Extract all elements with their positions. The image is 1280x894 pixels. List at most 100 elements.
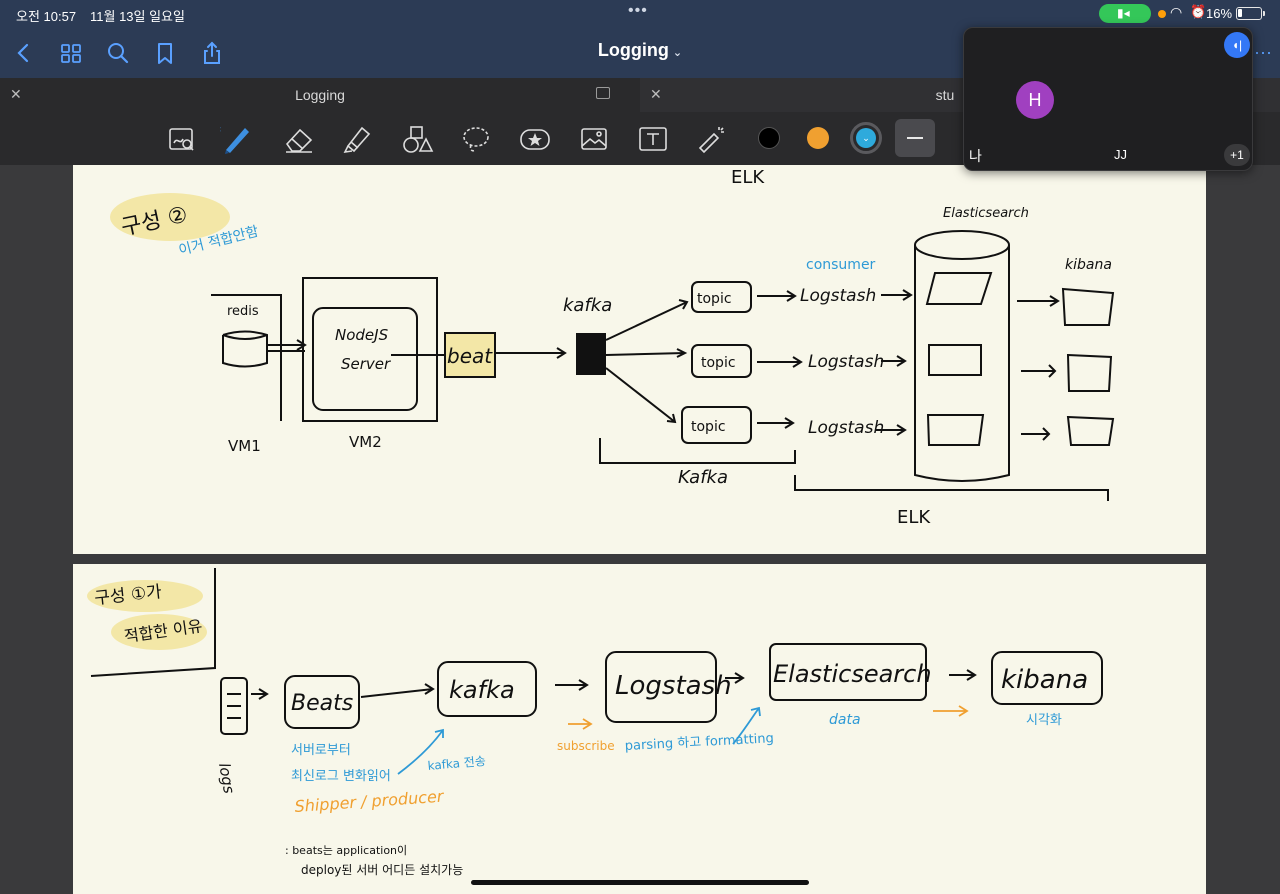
subscribe-label: subscribe [557, 739, 615, 753]
video-camera-icon: ▮◂ [1117, 6, 1130, 20]
topic-2-label: topic [701, 355, 736, 371]
text-tool[interactable] [636, 122, 670, 156]
eraser-icon [285, 128, 313, 153]
kibana-label: kibana [1065, 257, 1112, 273]
highlighter-tool[interactable] [340, 122, 374, 156]
text-box-icon [639, 127, 667, 151]
kibana-box-label: kibana [1001, 665, 1088, 695]
logstash-1-label: Logstash [800, 286, 876, 306]
beats-note-1: 서버로부터 [291, 743, 351, 758]
search-icon [108, 43, 129, 64]
topic-1-label: topic [697, 291, 732, 307]
audio-indicator-icon[interactable]: ◖| [1224, 32, 1250, 58]
note-page-2[interactable]: 구성 ①가 적합한 이유 logs Beats kafka Logstash [73, 564, 1206, 894]
elasticsearch-label: Elasticsearch [943, 206, 1029, 221]
nodejs-label: NodeJS [335, 326, 389, 344]
highlighter-icon [343, 126, 371, 154]
svg-text:ᛒ: ᛒ [220, 125, 222, 134]
tab-logging[interactable]: ✕ Logging [0, 78, 640, 112]
document-title-menu[interactable]: Logging⌄ [560, 40, 720, 61]
redis-label: redis [227, 304, 259, 319]
lasso-tool[interactable] [459, 122, 493, 156]
sticker-tool[interactable] [518, 122, 552, 156]
tab-second[interactable]: ✕ stu [640, 78, 1280, 112]
elasticsearch-box-label: Elasticsearch [773, 660, 932, 688]
multitasking-dots-icon[interactable]: ••• [628, 2, 648, 19]
participant-name: JJ [1114, 147, 1127, 162]
topic-3-label: topic [691, 419, 726, 435]
battery-icon [1236, 7, 1265, 20]
thumbnails-button[interactable] [56, 38, 86, 68]
avatar: H [1016, 81, 1054, 119]
kafka-send-label: kafka 전송 [427, 754, 486, 773]
visualize-label: 시각화 [1026, 713, 1062, 728]
close-tab-icon[interactable]: ✕ [650, 86, 662, 102]
wifi-icon: ◠ [1170, 4, 1183, 20]
pen-tool[interactable]: ᛒ [217, 122, 254, 156]
laser-pointer-tool[interactable] [694, 122, 728, 156]
image-tool[interactable] [577, 122, 611, 156]
chevron-left-icon [17, 43, 29, 63]
beats-box-label: Beats [291, 691, 353, 716]
parsing-label: parsing 하고 formatting [624, 731, 774, 754]
beats-note-2: 최신로그 변화읽어 [291, 769, 391, 784]
note-page-1[interactable]: 구성 ② 이거 적합안함 ELK redis NodeJS Server VM1… [73, 165, 1206, 554]
handwriting-canvas-2: 구성 ①가 적합한 이유 logs Beats kafka Logstash [87, 568, 1103, 877]
data-label: data [829, 712, 861, 728]
status-time: 오전 10:57 [16, 9, 77, 24]
vm1-label: VM1 [228, 437, 261, 455]
highlight-mark [111, 614, 207, 650]
alarm-icon: ⏰ [1190, 4, 1207, 19]
share-button[interactable] [197, 38, 227, 68]
split-view-icon[interactable] [596, 87, 610, 99]
color-orange[interactable] [807, 127, 829, 149]
image-icon [581, 128, 607, 150]
elk-group-label: ELK [897, 507, 931, 528]
kafka-group-label: Kafka [678, 467, 728, 488]
star-sticker-icon [520, 129, 550, 150]
facetime-call-overlay[interactable]: ◖| H 나 JJ +1 [963, 27, 1253, 171]
shape-tool[interactable] [400, 122, 434, 156]
color-blue-selected[interactable]: ⌄ [850, 122, 882, 154]
logs-label: logs [215, 762, 238, 796]
zoom-window-icon [169, 128, 194, 151]
search-button[interactable] [103, 38, 133, 68]
camera-in-use-indicator[interactable]: ▮◂ [1099, 4, 1151, 23]
highlight-mark [87, 580, 203, 612]
microphone-indicator-icon [1158, 10, 1166, 18]
shipper-producer-label: Shipper / producer [294, 787, 445, 816]
back-button[interactable] [8, 38, 38, 68]
more-options-icon[interactable]: ··· [1254, 42, 1272, 62]
vm2-label: VM2 [349, 433, 382, 451]
lasso-icon [463, 127, 489, 152]
status-bar: 오전 10:57 11월 13일 일요일 ••• ▮◂ ◠ ⏰ 16% [0, 0, 1280, 28]
chevron-down-icon: ⌄ [672, 47, 683, 59]
shapes-icon [403, 126, 434, 153]
home-indicator[interactable] [471, 880, 809, 885]
grid-icon [61, 44, 81, 63]
zoom-window-tool[interactable] [165, 122, 199, 156]
share-icon [204, 41, 220, 64]
chevron-down-icon: ⌄ [856, 128, 876, 148]
stroke-width-selected[interactable] [895, 119, 935, 157]
handwriting-canvas-1: 구성 ② 이거 적합안함 ELK redis NodeJS Server VM1… [110, 167, 1115, 528]
server-label: Server [341, 355, 391, 373]
kafka-box-label: kafka [449, 676, 515, 704]
tab-label: stu [935, 87, 955, 103]
elk-top-label: ELK [731, 167, 765, 188]
more-participants-badge[interactable]: +1 [1224, 144, 1250, 166]
eraser-tool[interactable] [282, 122, 316, 156]
status-date: 11월 13일 일요일 [90, 9, 185, 24]
consumer-label: consumer [806, 257, 876, 273]
tab-label: Logging [295, 87, 345, 103]
footnote-1: : beats는 application이 [285, 844, 407, 857]
close-tab-icon[interactable]: ✕ [10, 86, 22, 102]
highlight-mark [110, 193, 230, 241]
bookmark-button[interactable] [150, 38, 180, 68]
kafka-label: kafka [563, 295, 612, 316]
color-black[interactable] [758, 127, 780, 149]
document-title: Logging [597, 40, 669, 60]
self-label: 나 [969, 148, 982, 164]
logstash-box-label: Logstash [615, 671, 732, 701]
